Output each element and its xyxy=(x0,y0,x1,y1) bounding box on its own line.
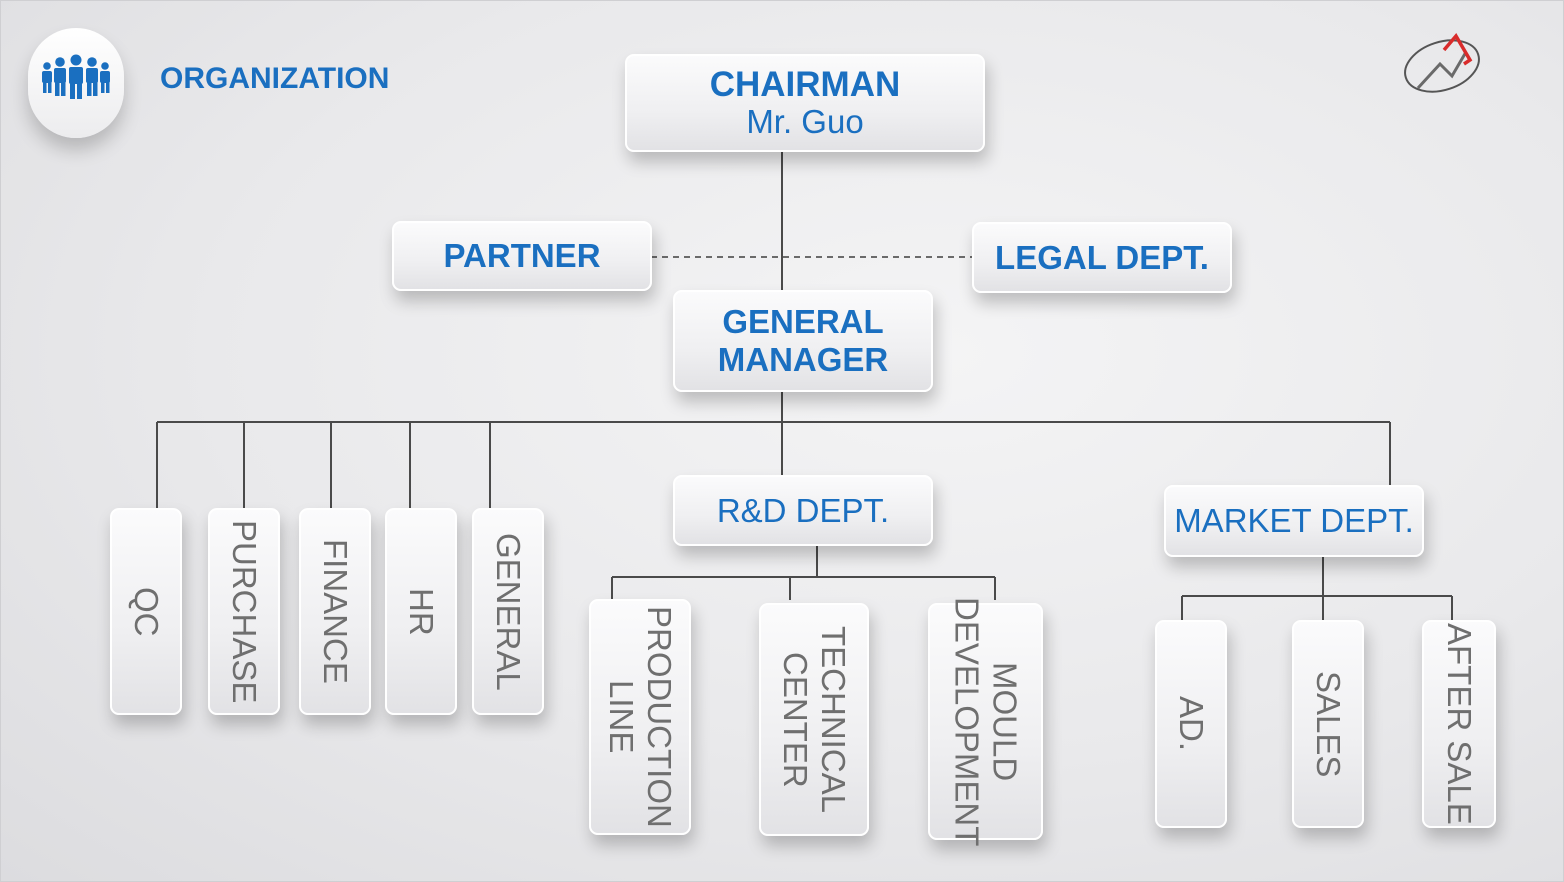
dept-finance-label: FINANCE xyxy=(317,539,354,684)
ad-label: AD. xyxy=(1173,696,1210,752)
dept-finance: FINANCE xyxy=(299,508,371,715)
rnd-dept-label: R&D DEPT. xyxy=(716,491,890,529)
gm-line1: GENERAL xyxy=(722,303,884,340)
rnd-dept-box: R&D DEPT. xyxy=(673,475,933,546)
section-title: ORGANIZATION xyxy=(160,62,390,95)
legal-dept-box: LEGAL DEPT. xyxy=(972,222,1232,293)
market-after-sale: AFTER SALE xyxy=(1422,620,1496,828)
partner-box: PARTNER xyxy=(392,221,652,291)
market-dept-box: MARKET DEPT. xyxy=(1164,485,1424,557)
company-logo-icon xyxy=(1404,32,1480,93)
org-badge xyxy=(28,28,124,138)
chairman-title: CHAIRMAN xyxy=(709,65,901,104)
market-dept-label: MARKET DEPT. xyxy=(1174,502,1414,539)
partner-label: PARTNER xyxy=(443,237,601,274)
dept-general: GENERAL xyxy=(472,508,544,715)
legal-dept-label: LEGAL DEPT. xyxy=(995,238,1209,276)
after-sale-label: AFTER SALE xyxy=(1441,623,1478,825)
dept-purchase: PURCHASE xyxy=(208,508,280,715)
gm-line2: MANAGER xyxy=(717,341,889,378)
chairman-box: CHAIRMAN Mr. Guo xyxy=(625,54,985,152)
dept-qc-label: QC xyxy=(128,586,165,637)
dept-qc: QC xyxy=(110,508,182,715)
dept-hr-label: HR xyxy=(403,587,440,636)
market-sales: SALES xyxy=(1292,620,1364,828)
dept-general-label: GENERAL xyxy=(490,532,527,691)
dept-purchase-label: PURCHASE xyxy=(226,519,263,704)
dept-hr: HR xyxy=(385,508,457,715)
market-ad: AD. xyxy=(1155,620,1227,828)
general-manager-box: GENERAL MANAGER xyxy=(673,290,933,392)
sales-label: SALES xyxy=(1310,670,1347,778)
chairman-name: Mr. Guo xyxy=(746,103,864,140)
people-group-icon xyxy=(42,54,110,99)
